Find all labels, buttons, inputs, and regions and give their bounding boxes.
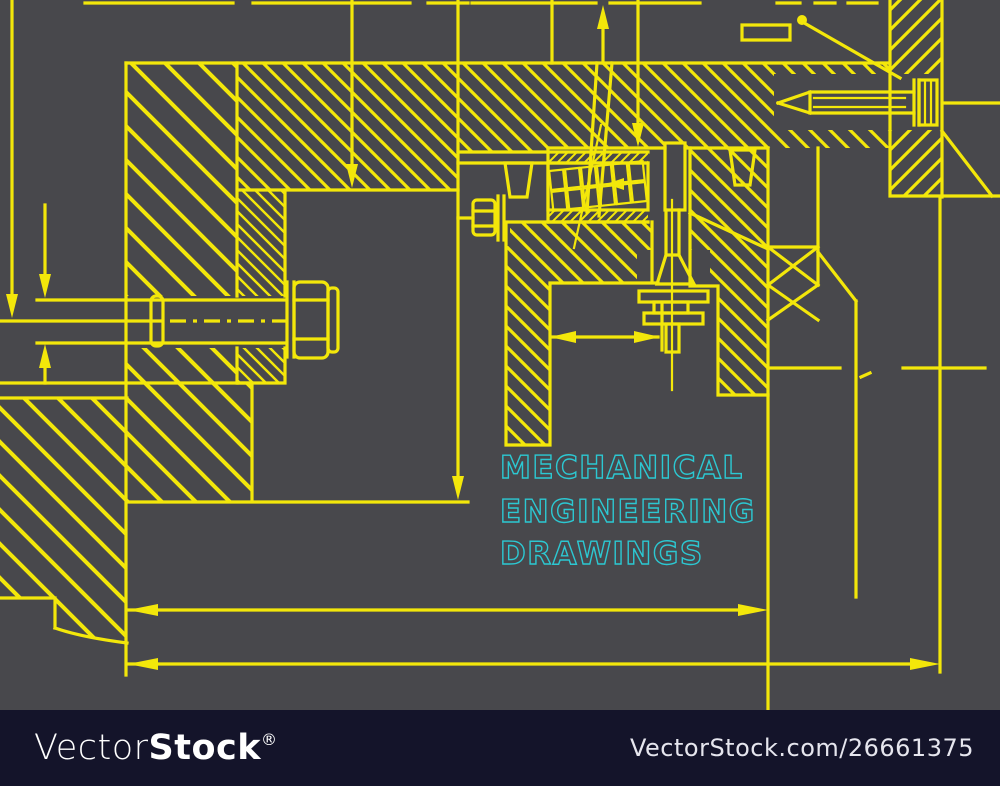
small-bolt (456, 194, 506, 242)
seal-crosshatch-right (728, 148, 757, 187)
mechanical-blueprint-illustration: MECHANICAL ENGINEERING DRAWINGS (0, 0, 1000, 710)
watermark-line-3: DRAWINGS (500, 536, 704, 572)
tappet-cone (637, 198, 710, 392)
left-bolt (0, 280, 340, 360)
blueprint-drawing-area: MECHANICAL ENGINEERING DRAWINGS (0, 0, 1000, 710)
seal-crosshatch-left (503, 161, 534, 199)
vectorstock-footer-bar: VectorStock® VectorStock.com/26661375 (0, 710, 1000, 786)
leader-dot (797, 15, 807, 25)
bearing-assembly (503, 61, 757, 250)
top-border-and-leader (83, 1, 903, 81)
logo-stock-text: Stock (148, 728, 262, 768)
right-bolt (775, 78, 939, 127)
dimension-lines (6, 0, 942, 674)
load-direction-arrow (606, 178, 624, 190)
watermark-line-2: ENGINEERING (500, 494, 756, 530)
vectorstock-logo: VectorStock® (34, 728, 278, 768)
image-reference-url: VectorStock.com/26661375 (629, 734, 974, 762)
watermark-title: MECHANICAL ENGINEERING DRAWINGS (499, 449, 756, 572)
registered-trademark-symbol: ® (261, 730, 278, 749)
watermark-line-1: MECHANICAL (500, 450, 744, 486)
logo-vector-text: Vector (34, 728, 149, 768)
